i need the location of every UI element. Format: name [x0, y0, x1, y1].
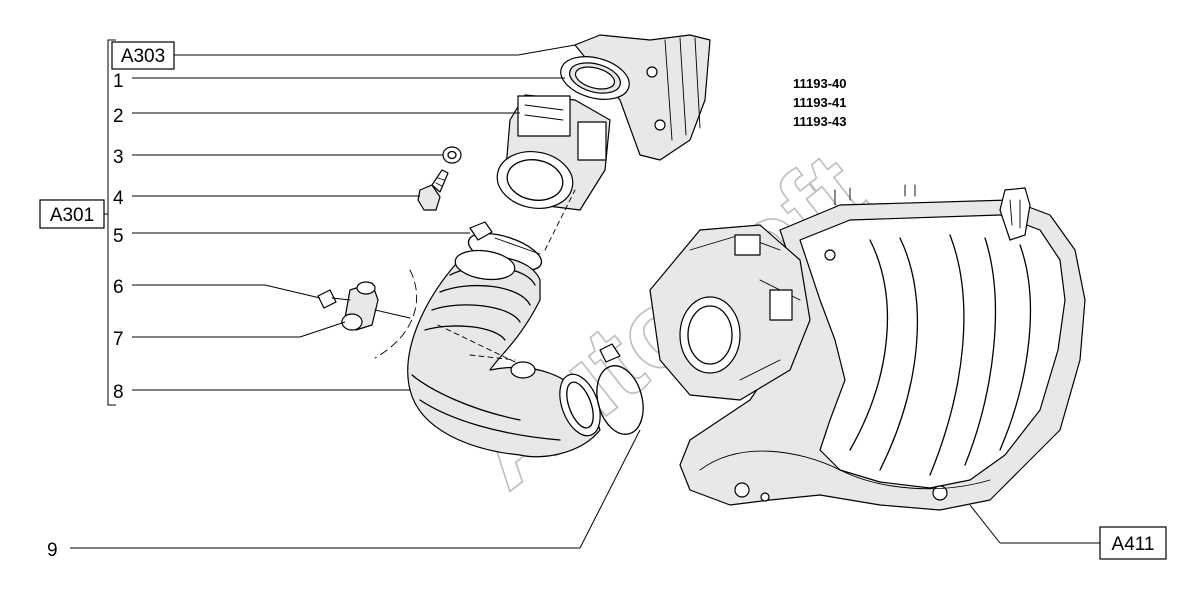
- part-code-2: 11193-41: [793, 95, 847, 110]
- breather-fitting: [317, 281, 411, 331]
- label-box-a301: A301: [39, 199, 105, 229]
- hose-clamp-top: [467, 221, 543, 272]
- assembly-guide-arc: [374, 269, 418, 359]
- callout-8: 8: [113, 382, 124, 403]
- sealing-ring: [560, 56, 630, 100]
- part-code-1: 11193-40: [793, 76, 847, 91]
- air-flow-sensor: [496, 94, 611, 211]
- callout-3: 3: [113, 147, 124, 168]
- part-code-3: 11193-43: [793, 114, 847, 129]
- callout-4: 4: [113, 188, 124, 209]
- assembly-guide-line-top: [544, 189, 576, 251]
- assembly-guide-line: [437, 324, 516, 363]
- throttle-body: [649, 224, 811, 401]
- hose-clamp-bottom: [596, 343, 644, 435]
- callout-5: 5: [113, 226, 124, 247]
- label-box-a303: A303: [111, 41, 175, 70]
- callout-1: 1: [113, 71, 124, 92]
- label-a301: A301: [50, 205, 94, 226]
- air-duct-hose: [407, 249, 601, 458]
- callout-6: 6: [113, 277, 124, 298]
- washer: [442, 146, 462, 164]
- callout-9: 9: [47, 540, 58, 561]
- intake-manifold: [679, 184, 1086, 511]
- label-a303: A303: [121, 46, 165, 67]
- part-code-list: 11193-40 11193-41 11193-43: [793, 76, 847, 129]
- label-a411: A411: [1112, 534, 1155, 555]
- callout-7: 7: [113, 329, 124, 350]
- leader-lines: [70, 39, 1100, 549]
- label-box-a411: A411: [1099, 526, 1167, 560]
- callout-2: 2: [113, 106, 124, 127]
- bolt: [417, 169, 449, 211]
